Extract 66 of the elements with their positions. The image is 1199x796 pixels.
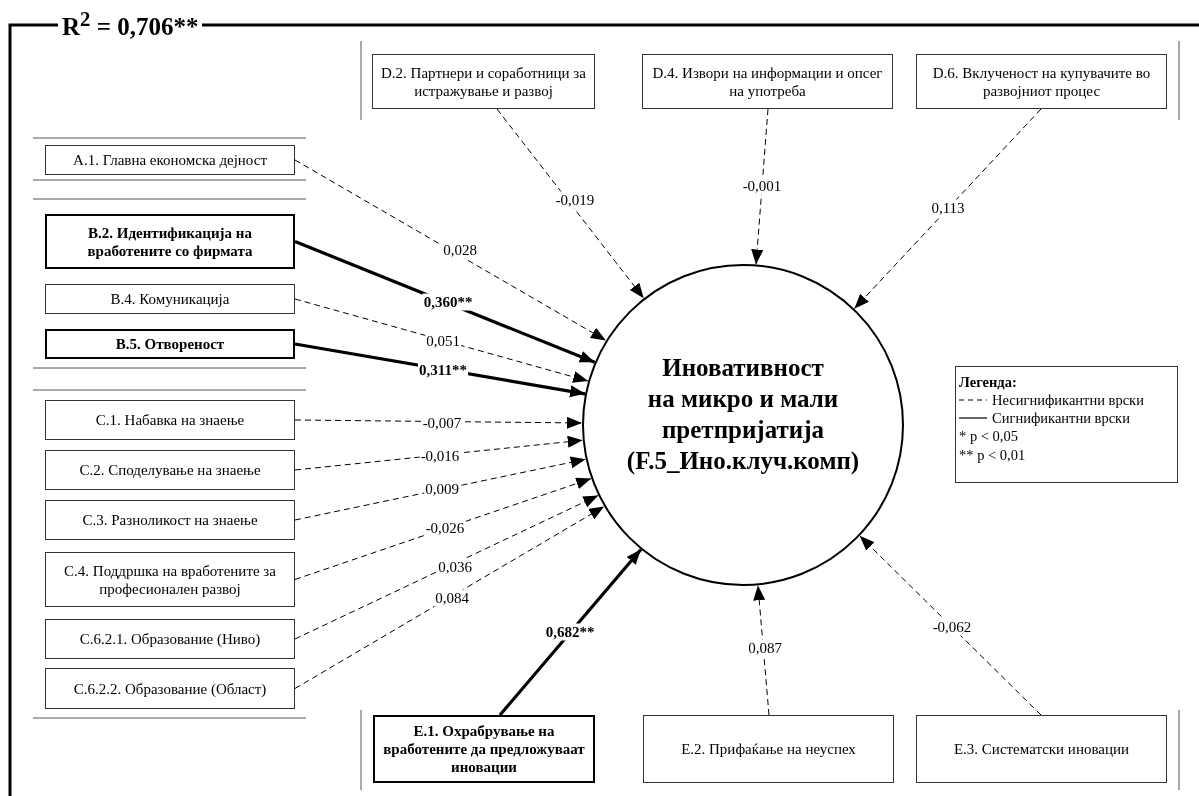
edge-label: -0,001 [741, 177, 783, 195]
variable-box [45, 450, 295, 490]
edge-label: 0,084 [434, 589, 470, 607]
arrow [859, 535, 1042, 716]
construct-name: Иновативност на микро и мали претпријатија [646, 352, 840, 445]
legend-heading: Легенда: [959, 373, 1017, 392]
variable-box [372, 54, 595, 109]
edge-label: 0,087 [747, 639, 783, 657]
variable-label: E.1. Охрабрување на вработените да предложуваат иновации [382, 722, 586, 776]
variable-box [45, 145, 295, 175]
arrow [496, 108, 645, 299]
variable-label: C.2. Споделување на знаење [79, 461, 261, 479]
variable-label: C.1. Набавка на знаење [95, 411, 245, 429]
variable-box [642, 54, 893, 109]
variable-box [916, 54, 1167, 109]
edge-label: 0,360** [422, 293, 474, 311]
edge-label: 0,311** [418, 361, 468, 379]
variable-label: C.3. Разноликост на знаење [82, 511, 258, 529]
variable-label: C.6.2.2. Образование (Област) [73, 679, 267, 698]
variable-label: C.4. Поддршка на вработените за професионален развој [63, 561, 277, 598]
arrow [751, 108, 769, 266]
variable-label: D.4. Извори на информации и опсег на употреба [651, 63, 884, 100]
variable-label: D.6. Вклученост на купувачите во развојниот процес [931, 63, 1152, 100]
variable-box [643, 715, 894, 783]
arrow [853, 108, 1042, 310]
edge-label: -0,019 [554, 191, 596, 209]
variable-box [45, 552, 295, 607]
arrow [294, 506, 605, 689]
variable-label: A.1. Главна економска дејност [73, 151, 267, 169]
variable-box [45, 214, 295, 269]
variable-box [916, 715, 1167, 783]
variable-box [45, 400, 295, 440]
variable-label: E.2. Прифаќање на неуспех [681, 740, 856, 758]
variable-box [45, 500, 295, 540]
variable-label: B.4. Комуникација [110, 290, 230, 308]
construct-code: (F.5_Ино.клуч.комп) [626, 446, 860, 477]
edge-label: -0,026 [424, 519, 466, 537]
arrow [294, 456, 587, 521]
legend-label: Сигнификантни врски [992, 409, 1130, 428]
arrow [294, 477, 592, 580]
arrow [498, 548, 643, 717]
variable-label: B.2. Идентификација на вработените со фирмата [86, 223, 254, 260]
edge-label: 0,051 [425, 332, 461, 350]
variable-label: C.6.2.1. Образование (Ниво) [79, 630, 261, 648]
edge-label: 0,036 [437, 558, 473, 576]
variable-box [373, 715, 595, 783]
arrow [753, 584, 770, 716]
arrow [294, 159, 607, 341]
variable-box [45, 284, 295, 314]
edge-label: 0,113 [930, 199, 966, 217]
arrow [294, 298, 589, 383]
arrow [294, 435, 584, 471]
edge-label: -0,062 [931, 618, 973, 636]
significance-note: ** p < 0,01 [959, 445, 1026, 464]
variable-label: D.2. Партнери и соработници за истражување и развој [380, 63, 587, 100]
variable-box [45, 668, 295, 709]
arrow [294, 494, 599, 640]
variable-box [45, 329, 295, 359]
variable-label: E.3. Систематски иновации [953, 740, 1130, 758]
variable-box [45, 619, 295, 659]
legend-label: Несигнификантни врски [992, 391, 1144, 410]
edge-label: 0,682** [544, 623, 596, 641]
arrow [294, 240, 596, 364]
arrow [294, 416, 583, 429]
variable-label: B.5. Отвореност [115, 335, 225, 353]
significance-note: * p < 0,05 [959, 427, 1018, 446]
